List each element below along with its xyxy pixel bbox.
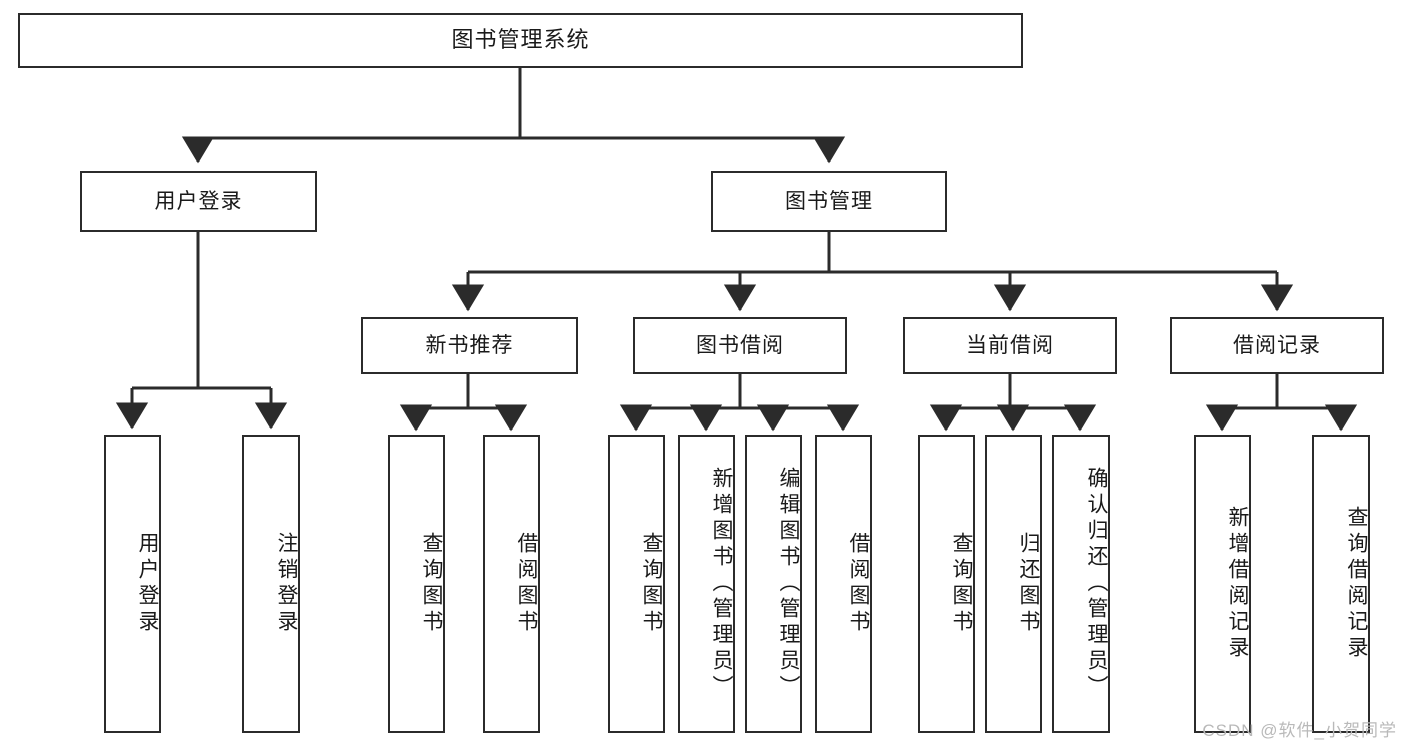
node-label: 编辑图书（管理员） [777, 467, 800, 701]
node-label: 查询图书 [640, 532, 663, 636]
node-label: 图书管理 [785, 189, 873, 213]
node-label: 查询图书 [950, 532, 973, 636]
leaf-query-record[interactable]: 查询借阅记录 [1312, 435, 1370, 733]
node-current-borrow[interactable]: 当前借阅 [903, 317, 1117, 374]
node-label: 用户登录 [154, 189, 243, 213]
node-label: 图书借阅 [696, 333, 784, 357]
node-label: 注销登录 [275, 532, 298, 636]
node-label: 确认归还（管理员） [1085, 467, 1108, 701]
node-label: 用户登录 [136, 532, 159, 636]
node-label: 查询借阅记录 [1345, 506, 1368, 662]
node-label: 新书推荐 [425, 333, 514, 357]
node-label: 新增图书（管理员） [710, 467, 733, 701]
node-label: 新增借阅记录 [1226, 506, 1249, 662]
leaf-borrow-book-2[interactable]: 借阅图书 [815, 435, 872, 733]
node-root-book-management-system[interactable]: 图书管理系统 [18, 13, 1023, 68]
leaf-query-book-1[interactable]: 查询图书 [388, 435, 445, 733]
node-label: 借阅图书 [847, 532, 870, 636]
node-label: 当前借阅 [966, 333, 1054, 357]
node-label: 借阅记录 [1233, 333, 1321, 357]
node-book-borrow[interactable]: 图书借阅 [633, 317, 847, 374]
leaf-user-login[interactable]: 用户登录 [104, 435, 161, 733]
watermark: CSDN @软件_小贺同学 [1202, 721, 1397, 740]
node-label: 图书管理系统 [451, 27, 590, 53]
leaf-edit-book[interactable]: 编辑图书（管理员） [745, 435, 802, 733]
leaf-query-book-2[interactable]: 查询图书 [608, 435, 665, 733]
leaf-add-book[interactable]: 新增图书（管理员） [678, 435, 735, 733]
leaf-logout[interactable]: 注销登录 [242, 435, 300, 733]
node-label: 归还图书 [1017, 532, 1040, 636]
leaf-return-book[interactable]: 归还图书 [985, 435, 1042, 733]
leaf-borrow-book-1[interactable]: 借阅图书 [483, 435, 540, 733]
node-new-book-recommend[interactable]: 新书推荐 [361, 317, 578, 374]
node-label: 借阅图书 [515, 532, 538, 636]
leaf-add-record[interactable]: 新增借阅记录 [1194, 435, 1251, 733]
leaf-confirm-return[interactable]: 确认归还（管理员） [1052, 435, 1110, 733]
node-user-login[interactable]: 用户登录 [80, 171, 317, 232]
node-label: 查询图书 [420, 532, 443, 636]
leaf-query-book-3[interactable]: 查询图书 [918, 435, 975, 733]
node-borrow-record[interactable]: 借阅记录 [1170, 317, 1384, 374]
node-book-manage[interactable]: 图书管理 [711, 171, 947, 232]
